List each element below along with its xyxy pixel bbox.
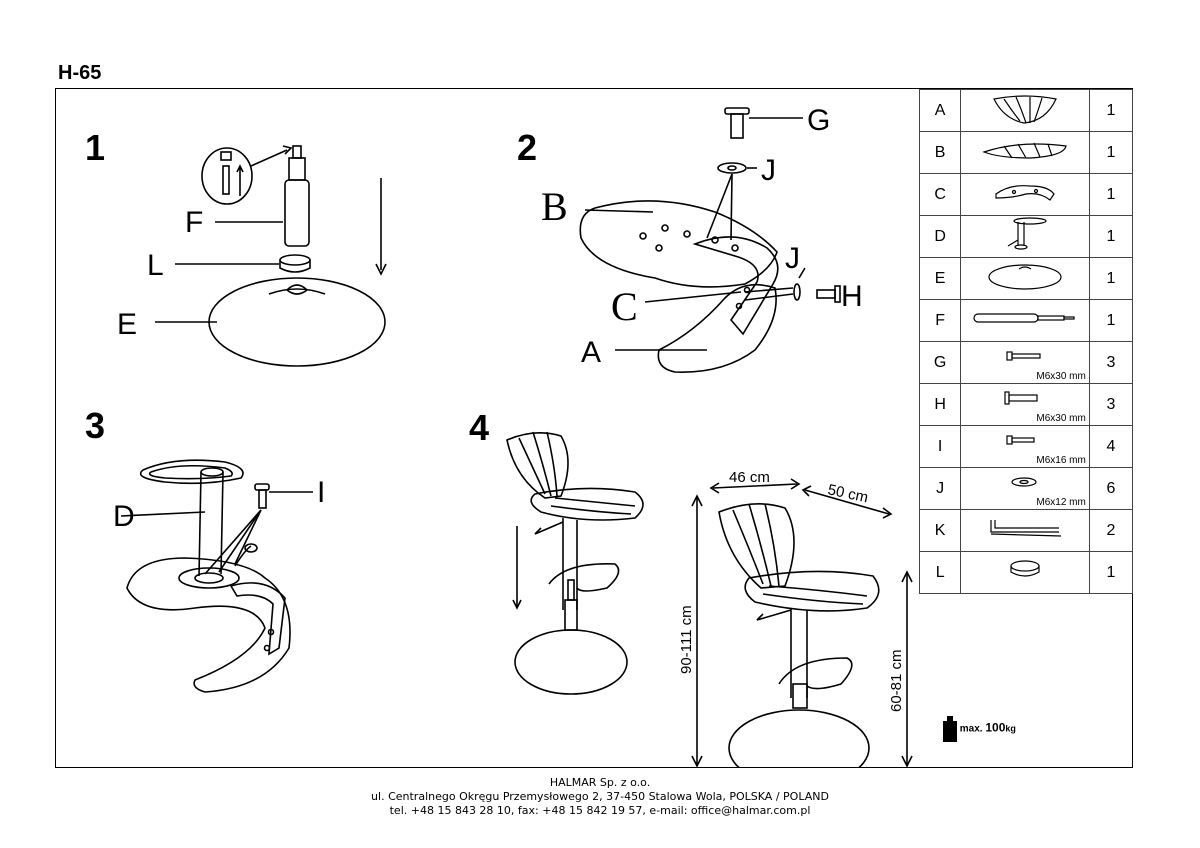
gas-lift-icon (960, 299, 1090, 342)
part-letter: I (918, 425, 962, 468)
weight-icon (943, 716, 957, 742)
step3-label-d: D (113, 500, 135, 533)
step-3-number: 3 (85, 405, 105, 446)
part-spec: M6x30 mm (1036, 413, 1086, 424)
part-qty: 2 (1088, 509, 1134, 552)
part-row-g: G M6x30 mm 3 (918, 341, 1134, 384)
dim-seat-height: 60-81 cm (888, 649, 905, 712)
step2-label-j-top: J (761, 154, 776, 187)
max-load-value: 100 (985, 720, 1006, 735)
part-letter: L (918, 551, 962, 594)
base-e (208, 277, 386, 367)
part-row-a: A 1 (918, 89, 1134, 132)
part-letter: E (918, 257, 962, 300)
part-row-h: H M6x30 mm 3 (918, 383, 1134, 426)
step1-label-f: F (185, 206, 203, 239)
assembled-stool-large (718, 503, 880, 768)
dim-total-height: 90-111 cm (678, 605, 695, 674)
company-name: HALMAR Sp. z o.o. (549, 776, 651, 789)
step1-label-l: L (147, 249, 164, 282)
part-row-i: I M6x16 mm 4 (918, 425, 1134, 468)
part-row-l: L 1 (918, 551, 1134, 594)
parts-list-table: A 1 B 1 C 1 D 1 E 1 F 1 (918, 89, 1134, 594)
step2-label-g: G (807, 104, 830, 137)
cap-ring-icon (960, 551, 1090, 594)
step2-label-c: C (611, 284, 638, 329)
step2-label-h: H (841, 280, 863, 313)
part-row-f: F 1 (918, 299, 1134, 342)
part-row-d: D 1 (918, 215, 1134, 258)
part-qty: 1 (1088, 257, 1134, 300)
part-letter: D (918, 215, 962, 258)
part-qty: 3 (1088, 383, 1134, 426)
part-qty: 4 (1088, 425, 1134, 468)
footer: HALMAR Sp. z o.o. ul. Centralnego Okręgu… (0, 776, 1200, 818)
part-spec: M6x12 mm (1036, 497, 1086, 508)
step-1-number: 1 (85, 127, 105, 168)
part-qty: 1 (1088, 215, 1134, 258)
assembled-stool-small (506, 431, 644, 695)
part-qty: 1 (1088, 131, 1134, 174)
seat-cushion-icon (960, 131, 1090, 174)
part-qty: 3 (1088, 341, 1134, 384)
dim-width: 46 cm (729, 469, 770, 486)
bolt-icon: M6x30 mm (960, 383, 1090, 426)
part-letter: C (918, 173, 962, 216)
step2-label-a: A (581, 336, 601, 369)
part-spec: M6x30 mm (1036, 371, 1086, 382)
part-row-e: E 1 (918, 257, 1134, 300)
footrest-column-icon (960, 215, 1090, 258)
allen-key-icon (960, 509, 1090, 552)
step1-label-e: E (117, 308, 137, 341)
part-spec: M6x16 mm (1036, 455, 1086, 466)
step3-label-i: I (317, 476, 325, 509)
footrest-ring (139, 459, 244, 485)
step-2-number: 2 (517, 127, 537, 168)
part-row-j: J M6x12 mm 6 (918, 467, 1134, 510)
part-row-c: C 1 (918, 173, 1134, 216)
model-code: H-65 (58, 62, 102, 84)
max-load-unit: kg (1005, 723, 1016, 734)
step-4-number: 4 (469, 407, 489, 448)
part-letter: A (918, 89, 962, 132)
max-load-label: max. (959, 723, 983, 735)
seat-shell-underside (126, 557, 291, 693)
part-qty: 6 (1088, 467, 1134, 510)
max-load-indicator: max. 100kg (943, 716, 1016, 742)
washer-icon: M6x12 mm (960, 467, 1090, 510)
part-qty: 1 (1088, 551, 1134, 594)
part-row-b: B 1 (918, 131, 1134, 174)
company-contact: tel. +48 15 843 28 10, fax: +48 15 842 1… (389, 804, 811, 817)
seat-shell-icon (960, 89, 1090, 132)
company-address: ul. Centralnego Okręgu Przemysłowego 2, … (371, 790, 829, 803)
step2-label-j-side: J (785, 242, 800, 275)
part-row-k: K 2 (918, 509, 1134, 552)
assembly-drawing: 1 F L E 2 G J B C A J (85, 104, 913, 768)
part-letter: K (918, 509, 962, 552)
part-letter: H (918, 383, 962, 426)
part-letter: F (918, 299, 962, 342)
seat-cushion-b (579, 200, 778, 288)
seat-shell-a (657, 283, 777, 373)
bolt-icon: M6x30 mm (960, 341, 1090, 384)
step2-label-b: B (541, 184, 568, 229)
bracket-icon (960, 173, 1090, 216)
gas-lift-detail-inset (201, 147, 253, 205)
part-qty: 1 (1088, 299, 1134, 342)
part-qty: 1 (1088, 173, 1134, 216)
part-qty: 1 (1088, 89, 1134, 132)
part-letter: J (918, 467, 962, 510)
bolt-icon: M6x16 mm (960, 425, 1090, 468)
gas-lift-f (284, 179, 310, 247)
part-letter: B (918, 131, 962, 174)
bracket-c (692, 236, 779, 336)
part-letter: G (918, 341, 962, 384)
base-disc-icon (960, 257, 1090, 300)
